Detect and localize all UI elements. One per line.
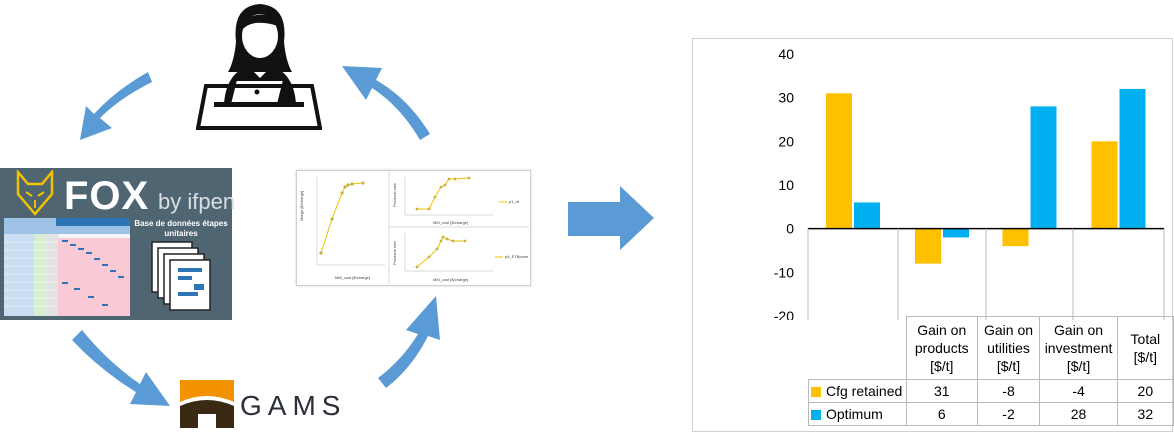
- arrow-to-optimization: [568, 186, 654, 250]
- results-bar-chart: 40 30 20 10 0 -10 -20: [774, 46, 1165, 320]
- row-label-optimum: Optimum: [808, 402, 907, 426]
- gams-logo-icon: [180, 380, 234, 428]
- mini-left-xlabel: MM_cost [$/charge]: [335, 275, 370, 280]
- y-tick-label: -10: [774, 264, 794, 280]
- arrow-user-to-fox: [80, 72, 152, 140]
- table-cell: -4: [1039, 379, 1118, 403]
- row-label-cfg-retained: Cfg retained: [808, 379, 907, 403]
- bar-cfg-retained: [915, 228, 941, 264]
- table-row: Cfg retained 31 -8 -4 20: [808, 379, 1174, 403]
- database-label: Base de données étapes unitaires: [134, 219, 228, 238]
- arrow-gams-to-results: [378, 296, 440, 388]
- y-tick-label: 40: [778, 46, 794, 62]
- bar-optimum: [1030, 106, 1057, 229]
- table-row: Optimum 6 -2 28 32: [808, 402, 1174, 426]
- fox-subtitle: by ifpen: [158, 189, 236, 214]
- bars: [826, 88, 1146, 264]
- y-axis-ticks: 40 30 20 10 0 -10 -20: [774, 46, 794, 320]
- y-tick-label: 30: [778, 90, 794, 106]
- mini-chart-bottom-right: p4_ETBprise Products rate MM_cost [$/cha…: [392, 233, 529, 282]
- mini-top-right-xlabel: MM_cost [$/charge]: [433, 220, 468, 225]
- sensitivity-charts: Marge [$/charge] MM_cost [$/charge] p1_r…: [299, 171, 529, 284]
- fox-title: FOX: [64, 174, 150, 218]
- database-pages-icon: [151, 241, 211, 311]
- mini-chart-left: Marge [$/charge] MM_cost [$/charge]: [299, 177, 385, 280]
- table-cell: 31: [905, 379, 978, 403]
- mini-top-right-legend: p1_rd: [509, 199, 519, 204]
- bar-cfg-retained: [826, 93, 852, 229]
- table-cell: 32: [1116, 402, 1174, 426]
- header-total: Total [$/t]: [1116, 316, 1174, 380]
- gams-label: GAMS: [240, 390, 347, 421]
- bar-optimum: [854, 202, 880, 229]
- arrow-fox-to-gams: [72, 330, 170, 406]
- optimum-swatch: [811, 410, 821, 420]
- bar-optimum: [943, 228, 969, 238]
- bar-cfg-retained: [1091, 141, 1118, 229]
- y-tick-label: 0: [786, 221, 794, 237]
- table-cell: 6: [905, 402, 978, 426]
- table-cell: -2: [976, 402, 1041, 426]
- sensitivity-charts-panel: [296, 170, 531, 286]
- arrow-results-to-user: [342, 66, 430, 140]
- user-with-laptop-icon: [196, 4, 322, 130]
- y-tick-label: 10: [778, 177, 794, 193]
- mini-bottom-right-ylabel: Products rate: [392, 240, 397, 265]
- table-cell: 20: [1116, 379, 1174, 403]
- spreadsheet-thumbnail: [4, 218, 130, 316]
- table-cell: -8: [976, 379, 1041, 403]
- cfg-retained-swatch: [811, 387, 821, 397]
- bar-cfg-retained: [1002, 228, 1029, 247]
- bar-optimum: [1119, 88, 1146, 229]
- y-tick-label: -20: [774, 308, 794, 320]
- mini-top-right-ylabel: Products rate: [392, 182, 397, 207]
- mini-bottom-right-xlabel: MM_cost [$/charge]: [433, 277, 468, 282]
- mini-chart-top-right: p1_rd Products rate MM_cost [$/charge]: [392, 176, 519, 225]
- mini-bottom-right-legend: p4_ETBprise: [505, 254, 529, 259]
- fox-logo-icon: [16, 170, 54, 216]
- mini-left-ylabel: Marge [$/charge]: [299, 191, 304, 221]
- category-dividers: [807, 228, 1165, 320]
- table-cell: 28: [1039, 402, 1118, 426]
- y-tick-label: 20: [778, 133, 794, 149]
